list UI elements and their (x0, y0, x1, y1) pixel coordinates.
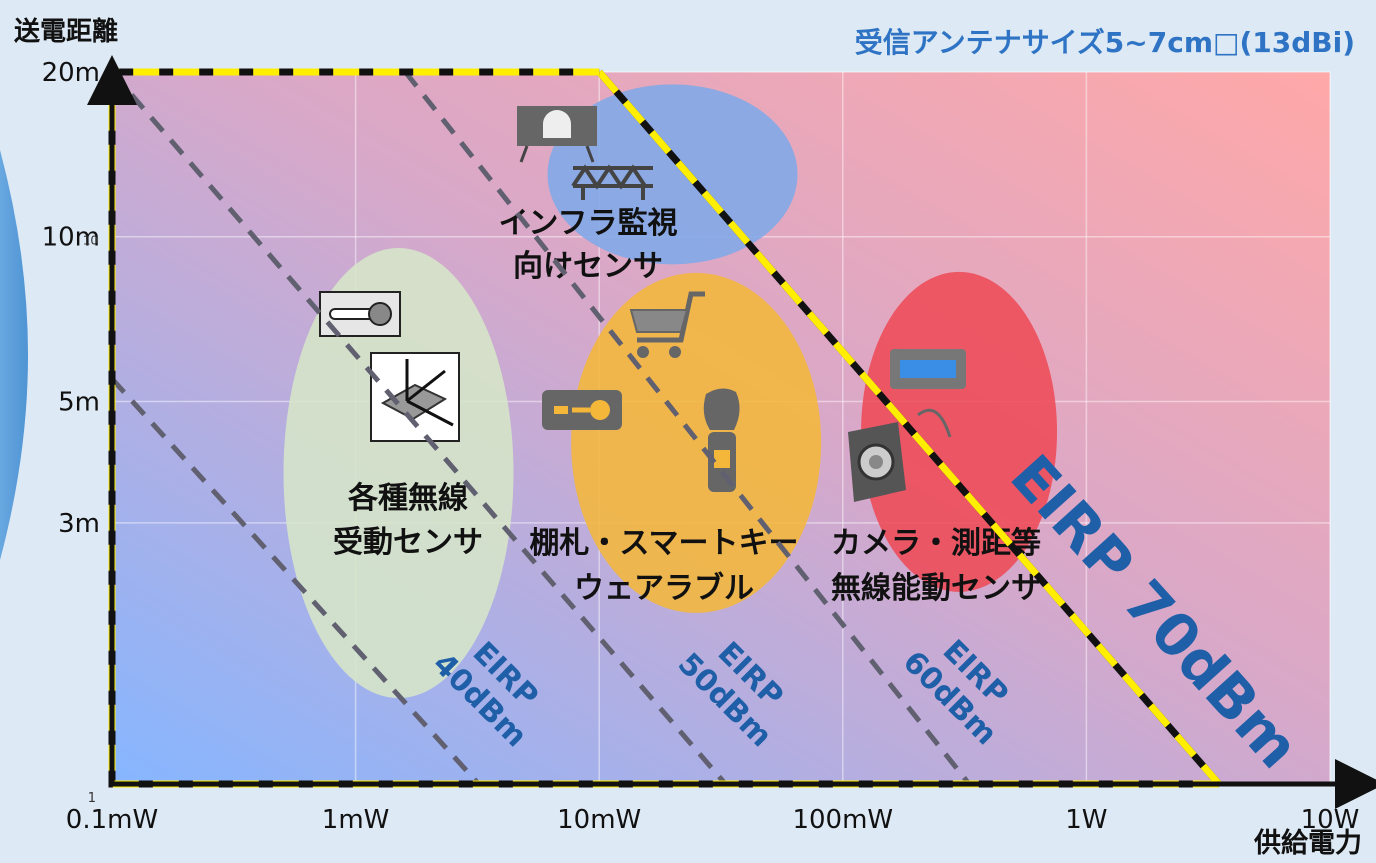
eirp-line-70-base (596, 69, 1222, 787)
shopping-cart-icon (629, 291, 705, 358)
region-label: ウェアラブル (574, 571, 754, 606)
tick-labels: 0.1mW 1mW 10mW 100mW 1W 10W 20m 10m 5m 3m 1 10 (42, 58, 1360, 835)
ten-corner-label: 10 (83, 234, 98, 248)
x-tick-label: 10W (1301, 805, 1360, 835)
origin-corner-label: 1 (88, 791, 96, 806)
motion-sensor-icon (370, 352, 460, 442)
range-sensor-icon (890, 349, 966, 438)
eirp-line-1 (110, 70, 728, 786)
region-label: 受動センサ (333, 525, 483, 560)
region-label: 棚札・スマートキー (529, 526, 798, 561)
chart-title: 受信アンテナサイズ5~7cm□(13dBi) (855, 26, 1355, 59)
wearable-hand-icon (703, 388, 740, 492)
tunnel-monitor-icon (517, 106, 597, 163)
y-tick-label: 3m (58, 509, 100, 539)
x-tick-label: 1W (1065, 805, 1107, 835)
camera-icon (848, 422, 906, 502)
key-card-icon (542, 390, 622, 430)
region-ellipse (571, 272, 822, 613)
region-label: 各種無線 (347, 481, 468, 516)
y-tick-label: 5m (58, 387, 100, 417)
x-axis-title: 供給電力 (1253, 827, 1362, 859)
eirp-lines (110, 69, 1222, 787)
region-label: 無線能動センサ (831, 571, 1041, 606)
eirp-line-2 (403, 70, 972, 786)
x-tick-label: 0.1mW (66, 805, 158, 835)
region-label: 向けセンサ (513, 249, 663, 284)
x-tick-label: 1mW (322, 805, 390, 835)
x-tick-label: 100mW (792, 805, 893, 835)
y-tick-label: 10m (42, 223, 100, 253)
region-ellipse (547, 84, 798, 265)
x-tick-label: 10mW (557, 805, 641, 835)
y-tick-label: 20m (42, 58, 100, 88)
bridge-icon (571, 164, 653, 200)
flow-chevron (0, 150, 28, 560)
application-regions: 各種無線受動センサインフラ監視向けセンサ棚札・スマートキーウェアラブルカメラ・測… (283, 84, 1058, 699)
eirp-line-0 (110, 377, 481, 786)
y-axis-title: 送電距離 (14, 16, 118, 47)
